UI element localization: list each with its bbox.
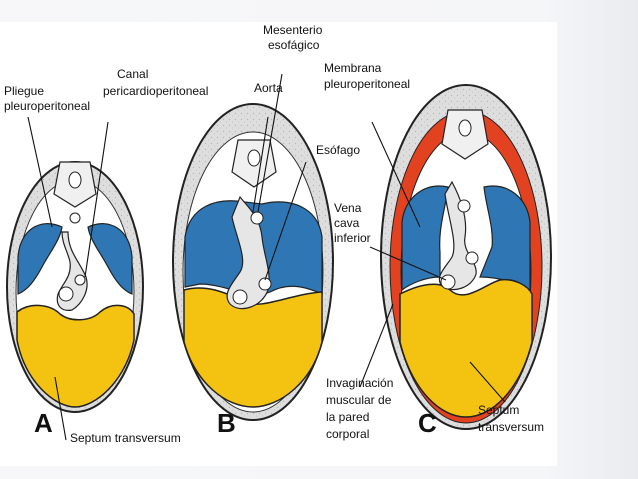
leader-membrana bbox=[371, 121, 421, 228]
label-septum-c-line1: Septum bbox=[478, 403, 519, 417]
label-pliegue-line1: Pliegue bbox=[4, 84, 44, 98]
label-membrana-line2: pleuroperitoneal bbox=[324, 77, 410, 91]
leader-esofago bbox=[264, 161, 307, 281]
panel-a-esophagus bbox=[74, 274, 86, 286]
leader-septum-a bbox=[54, 376, 67, 441]
panel-c-esophagus bbox=[465, 251, 479, 265]
label-septum-c-line2: transversum bbox=[478, 420, 544, 434]
label-vena-line2: cava bbox=[334, 216, 360, 230]
panel-letter-c: C bbox=[418, 408, 437, 438]
label-vena-line1: Vena bbox=[334, 201, 362, 215]
label-mesenterio-line1: Mesenterio bbox=[263, 23, 323, 37]
panel-letter-b: B bbox=[217, 408, 236, 438]
panel-c-spinal-cord bbox=[458, 119, 472, 137]
panel-a-aorta bbox=[69, 212, 81, 224]
panel-letter-a: A bbox=[34, 408, 53, 438]
panel-a bbox=[6, 161, 144, 413]
leader-lines bbox=[27, 73, 506, 441]
panel-a-spinal-cord bbox=[68, 171, 82, 189]
panel-b-spinal-cord bbox=[247, 149, 261, 167]
label-invag-line3: la pared bbox=[326, 410, 369, 424]
leader-vena-cava bbox=[369, 246, 447, 281]
panel-c-aorta bbox=[457, 199, 471, 213]
leader-invaginacion bbox=[359, 303, 394, 388]
panel-b-aorta bbox=[250, 211, 264, 225]
leader-septum-c bbox=[469, 361, 506, 403]
label-invag-line4: corporal bbox=[326, 427, 369, 441]
panel-a-septum-transversum bbox=[16, 304, 135, 408]
panel-b-vena-cava bbox=[232, 289, 248, 305]
label-vena-line3: inferior bbox=[334, 231, 371, 245]
panel-c-mesentery bbox=[438, 180, 477, 291]
panel-c-vena-cava bbox=[440, 274, 456, 290]
label-aorta: Aorta bbox=[254, 81, 283, 95]
panel-b-esophagus bbox=[258, 277, 272, 291]
label-canal-line1: Canal bbox=[117, 67, 148, 81]
label-esofago: Esófago bbox=[316, 143, 360, 157]
label-septum-a: Septum transversum bbox=[70, 431, 181, 445]
leader-mesenterio bbox=[257, 73, 283, 213]
label-mesenterio-line2: esofágico bbox=[268, 38, 320, 52]
leader-canal bbox=[84, 121, 109, 278]
label-canal-line2: pericardioperitoneal bbox=[103, 84, 208, 98]
leader-pliegue bbox=[27, 116, 53, 228]
panel-a-vena-cava bbox=[58, 286, 74, 302]
label-invag-line2: muscular de bbox=[326, 393, 392, 407]
leader-aorta bbox=[252, 116, 269, 213]
label-membrana-line1: Membrana bbox=[324, 61, 382, 75]
panel-b-mesentery bbox=[226, 195, 270, 310]
diaphragm-development-figure: Pliegue pleuroperitoneal Canal pericardi… bbox=[0, 22, 557, 466]
panel-a-left-pleural-cavity bbox=[17, 223, 63, 295]
label-pliegue-line2: pleuroperitoneal bbox=[4, 99, 90, 113]
diagram-svg: Pliegue pleuroperitoneal Canal pericardi… bbox=[4, 23, 552, 445]
panel-c bbox=[380, 84, 552, 430]
panel-b bbox=[172, 103, 334, 421]
panel-a-right-pleural-cavity bbox=[87, 223, 133, 295]
label-invag-line1: Invaginación bbox=[326, 376, 393, 390]
